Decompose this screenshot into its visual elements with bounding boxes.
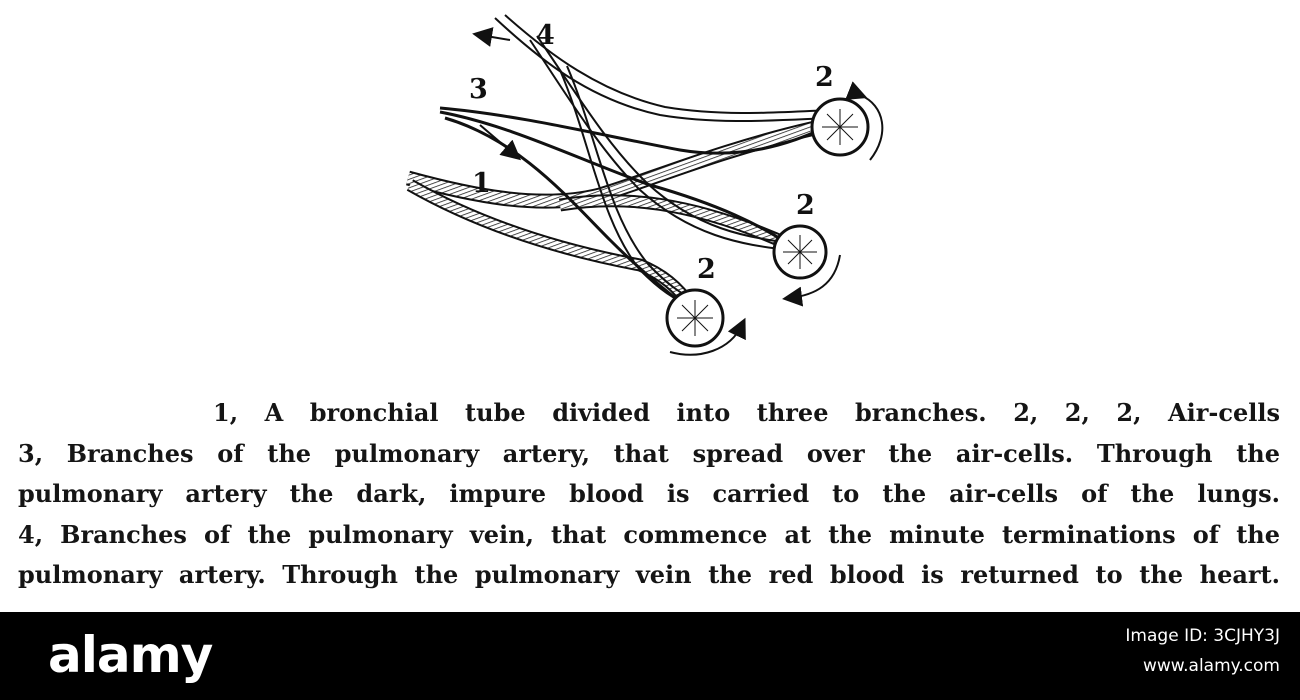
air-cell-middle	[772, 224, 841, 307]
watermark-image-id: Image ID: 3CJHY3J	[1125, 626, 1280, 646]
watermark-banner	[0, 612, 1300, 700]
label-pulmonary-vein: 4	[536, 20, 555, 51]
label-pulmonary-artery: 3	[469, 74, 488, 105]
air-cell-top	[810, 81, 884, 161]
pulmonary-vein-branches	[472, 14, 833, 306]
bronchial-tube	[406, 120, 817, 309]
caption-line: pulmonary artery the dark, impure blood …	[18, 479, 1280, 508]
caption-line: 4, Branches of the pulmonary vein, that …	[18, 519, 1280, 549]
watermark-logo: alamy	[48, 626, 213, 684]
figure-caption: 1, A bronchial tube divided into three b…	[18, 393, 1280, 596]
label-air-cell-middle: 2	[796, 190, 815, 221]
caption-line: pulmonary artery. Through the pulmonary …	[18, 560, 1280, 589]
label-air-cell-bottom: 2	[697, 254, 716, 285]
label-air-cell-top: 2	[815, 62, 834, 93]
lung-aircell-illustration: 1 2 2 2 3 4	[406, 14, 884, 356]
label-bronchial-tube: 1	[472, 168, 491, 199]
caption-line: 1, A bronchial tube divided into three b…	[213, 398, 1280, 427]
watermark-site: www.alamy.com	[1142, 656, 1280, 676]
air-cell-bottom	[665, 288, 746, 356]
caption-line: 3, Branches of the pulmonary artery, tha…	[18, 438, 1280, 468]
